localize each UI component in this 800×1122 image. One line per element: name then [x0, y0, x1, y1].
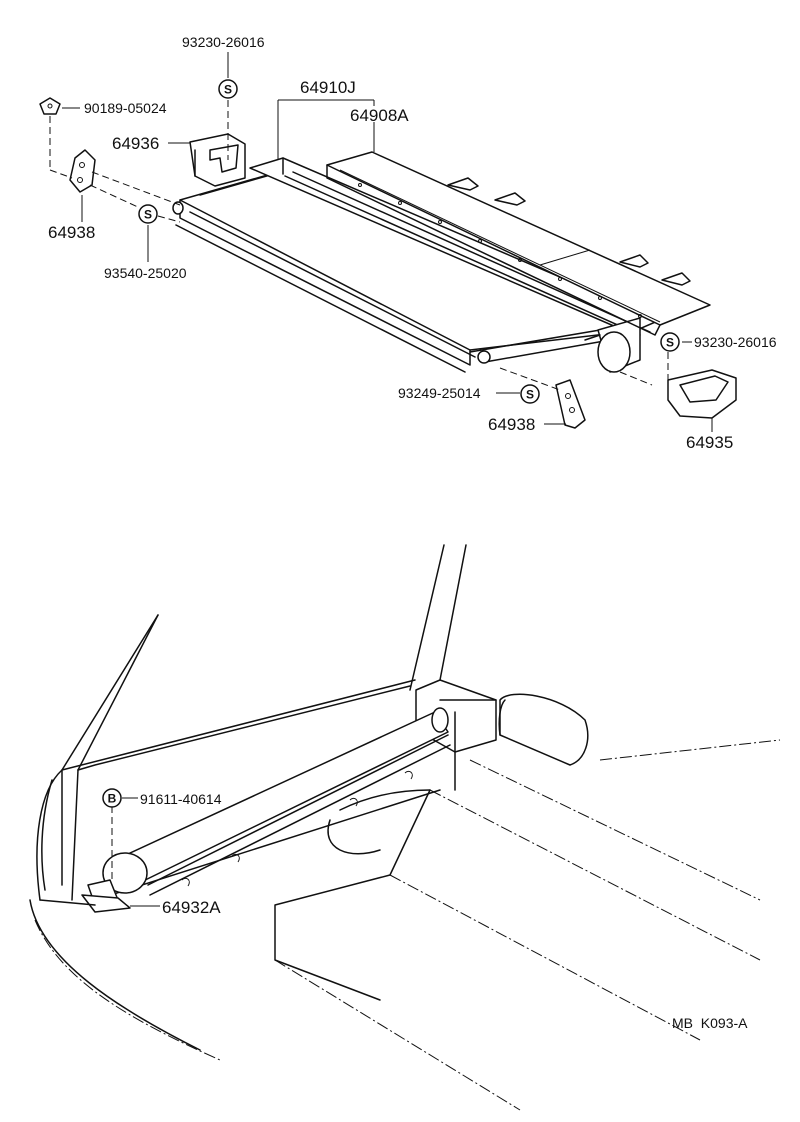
- label-91611-40614: 91611-40614: [140, 791, 222, 807]
- label-64938-right: 64938: [488, 415, 535, 434]
- label-93230-26016-right: 93230-26016: [694, 334, 777, 350]
- diagram-code: MB K093-A: [672, 1015, 748, 1031]
- clip-90189: [39, 97, 61, 115]
- holder-64936: [189, 133, 246, 187]
- label-64910J: 64910J: [300, 78, 356, 97]
- svg-text:B: B: [108, 792, 117, 806]
- holder-64935: [667, 369, 737, 419]
- s-symbol-left: S: [138, 204, 158, 224]
- s-symbol-top: S: [218, 79, 238, 99]
- label-93230-26016-top: 93230-26016: [182, 34, 265, 50]
- car-rear-interior: [29, 544, 781, 1111]
- label-64938-left: 64938: [48, 223, 95, 242]
- label-93249-25014: 93249-25014: [398, 385, 481, 401]
- leader-lines-upper: [49, 52, 713, 432]
- svg-text:S: S: [144, 208, 152, 222]
- label-90189-05024: 90189-05024: [84, 100, 167, 116]
- label-64935: 64935: [686, 433, 733, 452]
- svg-text:S: S: [224, 83, 232, 97]
- s-symbol-right: S: [660, 332, 680, 352]
- bracket-64938-right: [555, 379, 586, 429]
- cover-plate: [326, 151, 711, 336]
- tonneau-cover-assembly: [172, 157, 661, 373]
- s-symbol-lower-right: S: [520, 384, 540, 404]
- b-symbol: B: [102, 788, 122, 808]
- leader-lines-lower: [111, 797, 160, 907]
- label-64936: 64936: [112, 134, 159, 153]
- svg-text:S: S: [666, 336, 674, 350]
- bracket-64938-left: [69, 149, 96, 193]
- label-64932A: 64932A: [162, 898, 221, 917]
- label-64908A: 64908A: [350, 106, 409, 125]
- svg-text:S: S: [526, 388, 534, 402]
- label-93540-25020: 93540-25020: [104, 265, 187, 281]
